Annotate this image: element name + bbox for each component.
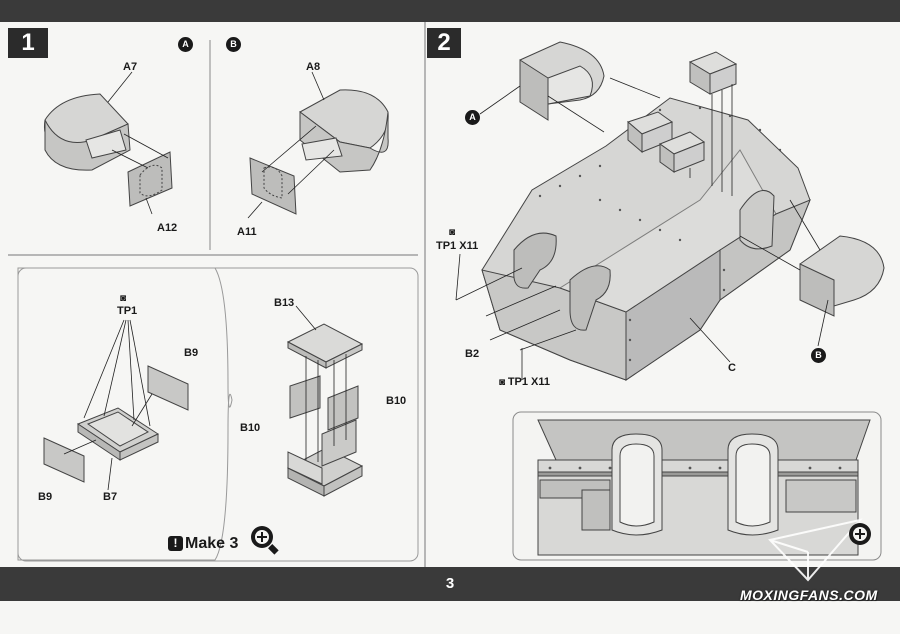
label-c: C xyxy=(728,362,736,374)
label-tp1x11-bottom: ◙ TP1 X11 xyxy=(499,376,550,388)
part-b10-right-drawing xyxy=(327,385,359,431)
variant-b-marker: B xyxy=(226,37,241,52)
exclamation-icon: ! xyxy=(168,536,183,551)
tp1-icon: ◙ xyxy=(120,293,127,304)
label-a7: A7 xyxy=(123,61,138,73)
label-tp1x11-bottom-text: TP1 X11 xyxy=(507,376,551,388)
part-b7-drawing xyxy=(76,407,160,461)
part-b9-bottom-drawing xyxy=(43,437,85,483)
part-a8-drawing xyxy=(299,89,389,173)
label-b9-top: B9 xyxy=(184,347,199,359)
watermark-logo xyxy=(768,518,863,582)
label-b9-bottom: B9 xyxy=(38,491,53,503)
detail-view-drawing xyxy=(537,419,871,556)
label-tp1: TP1 xyxy=(117,305,138,317)
tp1-bottom-icon: ◙ xyxy=(499,377,508,388)
magnify-plus-icon xyxy=(251,526,279,555)
make-3-label: Make 3 xyxy=(185,535,239,552)
header-bar xyxy=(0,0,900,22)
label-a8: A8 xyxy=(306,61,321,73)
label-a11: A11 xyxy=(237,226,257,238)
make-3-note: !Make 3 xyxy=(168,535,238,553)
detail-magnify-plus-icon xyxy=(849,523,871,545)
sponson-a-drawing xyxy=(519,41,605,121)
label-b10-right: B10 xyxy=(386,395,407,407)
label-b2: B2 xyxy=(465,348,480,360)
watermark-text: MOXINGFANS.COM xyxy=(740,587,878,603)
hatch-boxes-drawing xyxy=(627,51,738,173)
label-b7: B7 xyxy=(103,491,118,503)
step-1-number: 1 xyxy=(8,28,48,58)
part-b10-left-drawing xyxy=(289,375,321,419)
step2-leader-lines xyxy=(455,77,829,380)
part-a11-drawing xyxy=(249,157,297,215)
tp1-top-icon: ◙ xyxy=(449,227,456,238)
box-assembly-drawing xyxy=(286,419,364,497)
page-number: 3 xyxy=(445,575,455,592)
label-b10-left: B10 xyxy=(240,422,261,434)
footer-bar xyxy=(0,567,900,601)
part-a12-drawing xyxy=(127,151,173,207)
label-b13: B13 xyxy=(274,297,295,309)
part-b13-drawing xyxy=(286,323,364,369)
part-a7-drawing xyxy=(44,93,131,171)
label-tp1x11-top: TP1 X11 xyxy=(436,240,479,252)
subassembly-bracket xyxy=(17,267,233,561)
part-b9-top-drawing xyxy=(147,365,189,411)
hull-rivets xyxy=(538,106,782,362)
variant-a-marker: A xyxy=(178,37,193,52)
sponson-b-drawing xyxy=(799,235,885,317)
detail-rivets xyxy=(548,466,842,470)
label-a12: A12 xyxy=(157,222,178,234)
step-2-number: 2 xyxy=(427,28,461,58)
subassembly-frame xyxy=(17,267,419,562)
sponson-b-marker: B xyxy=(811,348,826,363)
sponson-a-marker: A xyxy=(465,110,480,125)
